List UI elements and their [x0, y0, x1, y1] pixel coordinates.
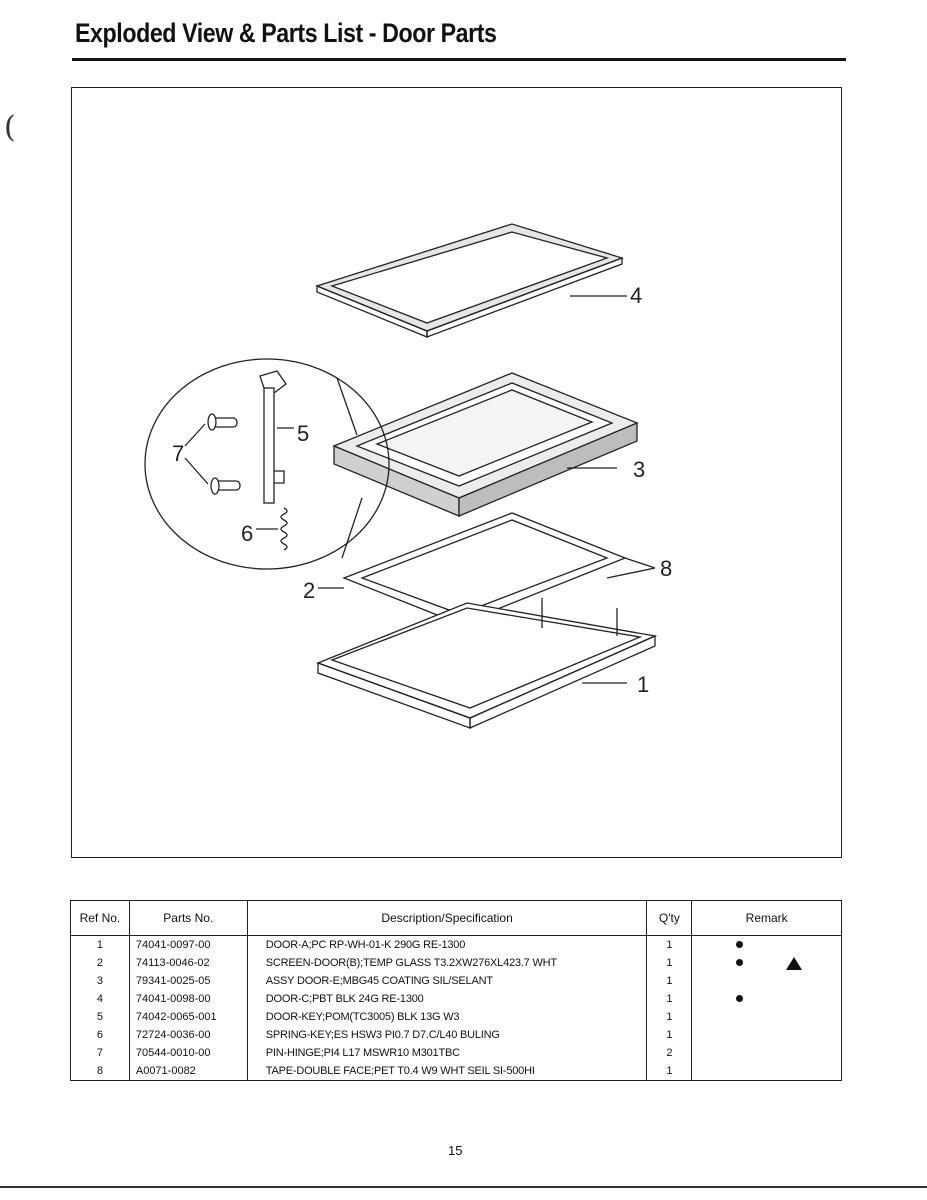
table-row: 8 A0071-0082 TAPE-DOUBLE FACE;PET T0.4 W… [70, 1062, 842, 1081]
cell-qty: 1 [646, 990, 693, 1008]
page-title: Exploded View & Parts List - Door Parts [75, 18, 497, 48]
cell-description: DOOR-A;PC RP-WH-01-K 290G RE-1300 [246, 935, 648, 954]
bullet-icon [736, 941, 744, 948]
detail-circle [144, 358, 390, 570]
callout-1: 1 [637, 672, 649, 697]
bullet-icon [736, 995, 744, 1002]
cell-remark [691, 1008, 842, 1026]
table-row: 7 70544-0010-00 PIN-HINGE;PI4 L17 MSWR10… [70, 1044, 842, 1062]
cell-part-no: 79341-0025-05 [128, 972, 248, 990]
cell-ref: 2 [70, 954, 130, 972]
header-description: Description/Specification [246, 900, 648, 936]
cell-part-no: 74113-0046-02 [128, 954, 248, 972]
cell-remark [691, 972, 842, 990]
table-row: 1 74041-0097-00 DOOR-A;PC RP-WH-01-K 290… [70, 935, 842, 954]
cell-part-no: 70544-0010-00 [128, 1044, 248, 1062]
table-row: 2 74113-0046-02 SCREEN-DOOR(B);TEMP GLAS… [70, 954, 842, 972]
header-ref-no: Ref No. [70, 900, 130, 936]
door-frame-part-4 [315, 223, 625, 338]
door-base-part-1 [316, 598, 658, 729]
cell-qty: 1 [646, 954, 693, 972]
table-row: 3 79341-0025-05 ASSY DOOR-E;MBG45 COATIN… [70, 972, 842, 990]
exploded-view-figure: 4 5 3 7 6 2 8 1 [71, 87, 842, 858]
parts-list-table: Ref No. Parts No. Description/Specificat… [70, 900, 842, 1081]
spring-part-6 [280, 507, 288, 551]
cell-remark [691, 935, 842, 954]
cell-description: TAPE-DOUBLE FACE;PET T0.4 W9 WHT SEIL SI… [246, 1062, 648, 1081]
cell-ref: 1 [70, 935, 130, 954]
cell-qty: 2 [646, 1044, 693, 1062]
cell-part-no: 74042-0065-001 [128, 1008, 248, 1026]
door-key-part-5 [259, 370, 287, 504]
margin-bracket-mark: ( [4, 110, 16, 145]
door-assembly-part-3 [332, 372, 639, 517]
cell-qty: 1 [646, 972, 693, 990]
bullet-icon [736, 959, 744, 966]
page-number: 15 [448, 1143, 463, 1158]
callout-8: 8 [660, 556, 672, 581]
header-parts-no: Parts No. [128, 900, 248, 936]
cell-part-no: 72724-0036-00 [128, 1026, 248, 1044]
cell-ref: 8 [70, 1062, 130, 1081]
cell-description: ASSY DOOR-E;MBG45 COATING SIL/SELANT [246, 972, 648, 990]
cell-remark [691, 1044, 842, 1062]
warning-triangle-icon [786, 957, 803, 970]
table-header-row: Ref No. Parts No. Description/Specificat… [70, 900, 842, 936]
header-qty: Q'ty [646, 900, 693, 936]
table-row: 4 74041-0098-00 DOOR-C;PBT BLK 24G RE-13… [70, 990, 842, 1008]
cell-ref: 5 [70, 1008, 130, 1026]
callout-4: 4 [630, 283, 642, 308]
cell-remark [691, 954, 842, 972]
cell-ref: 3 [70, 972, 130, 990]
cell-remark [691, 990, 842, 1008]
callout-3: 3 [633, 457, 645, 482]
cell-description: DOOR-C;PBT BLK 24G RE-1300 [246, 990, 648, 1008]
header-remark: Remark [691, 900, 842, 936]
cell-remark [691, 1062, 842, 1081]
cell-ref: 7 [70, 1044, 130, 1062]
cell-qty: 1 [646, 1008, 693, 1026]
cell-remark [691, 1026, 842, 1044]
cell-description: SPRING-KEY;ES HSW3 PI0.7 D7.C/L40 BULING [246, 1026, 648, 1044]
bottom-rule [0, 1186, 927, 1188]
cell-description: DOOR-KEY;POM(TC3005) BLK 13G W3 [246, 1008, 648, 1026]
cell-description: PIN-HINGE;PI4 L17 MSWR10 M301TBC [246, 1044, 648, 1062]
cell-qty: 1 [646, 1026, 693, 1044]
cell-part-no: 74041-0097-00 [128, 935, 248, 954]
callout-5: 5 [297, 421, 309, 446]
cell-description: SCREEN-DOOR(B);TEMP GLASS T3.2XW276XL423… [246, 954, 648, 972]
cell-part-no: A0071-0082 [128, 1062, 248, 1081]
table-row: 6 72724-0036-00 SPRING-KEY;ES HSW3 PI0.7… [70, 1026, 842, 1044]
callout-7: 7 [172, 441, 184, 466]
cell-part-no: 74041-0098-00 [128, 990, 248, 1008]
cell-qty: 1 [646, 935, 693, 954]
cell-qty: 1 [646, 1062, 693, 1081]
title-underline [72, 58, 846, 61]
callout-6: 6 [241, 521, 253, 546]
callout-2: 2 [303, 578, 315, 603]
cell-ref: 6 [70, 1026, 130, 1044]
hinge-pins-part-7 [207, 413, 241, 495]
cell-ref: 4 [70, 990, 130, 1008]
table-row: 5 74042-0065-001 DOOR-KEY;POM(TC3005) BL… [70, 1008, 842, 1026]
exploded-view-drawing: 4 5 3 7 6 2 8 1 [144, 223, 672, 729]
